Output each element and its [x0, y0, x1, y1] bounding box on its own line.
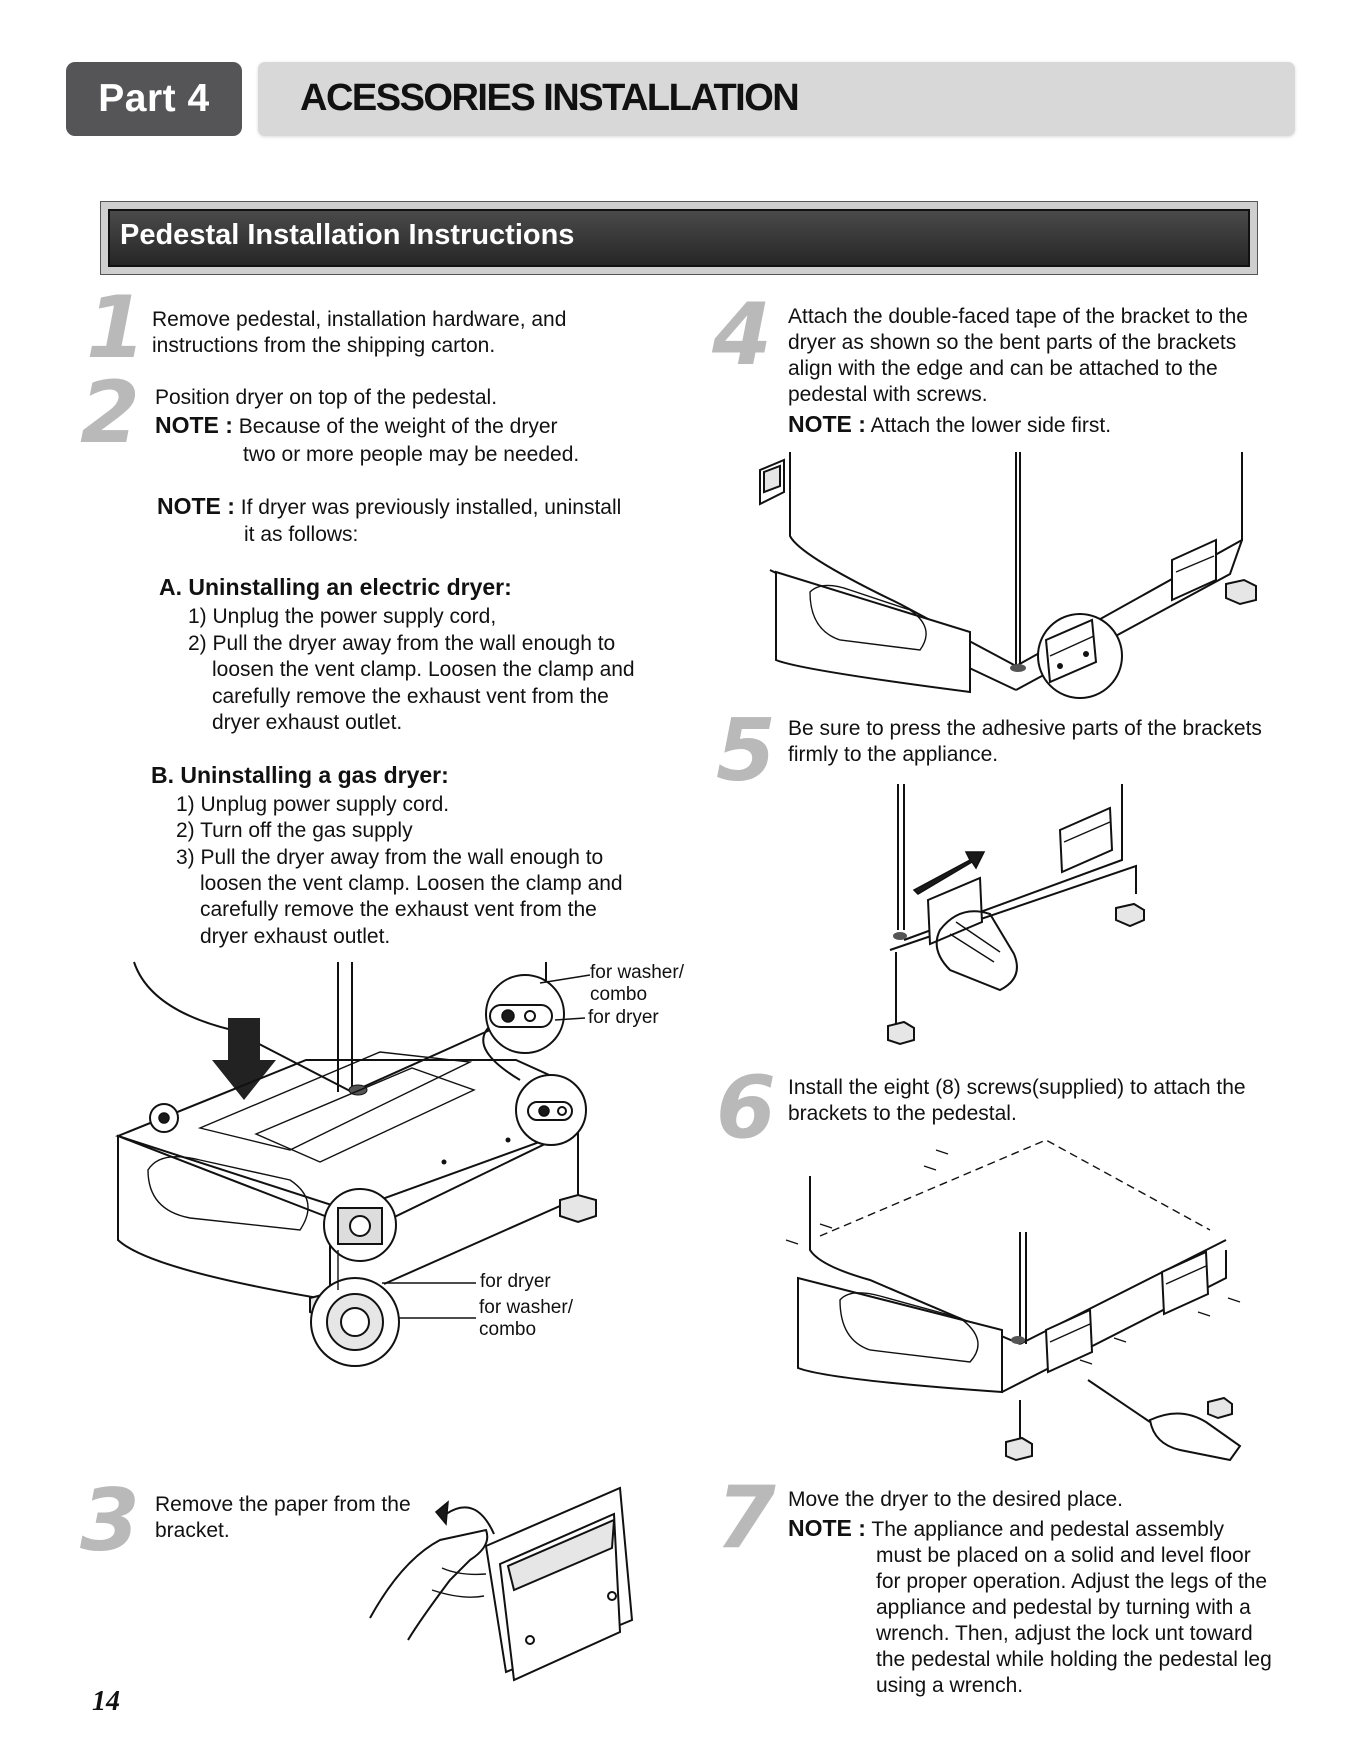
step-7-line1: Move the dryer to the desired place.	[788, 1488, 1124, 1511]
note-label: NOTE :	[155, 412, 233, 438]
step-2-line1: Position dryer on top of the pedestal.	[155, 386, 498, 409]
uninstall-electric-item: 2) Pull the dryer away from the wall eno…	[188, 632, 616, 655]
section-title: Pedestal Installation Instructions	[120, 219, 575, 251]
note-text: wrench. Then, adjust the lock unt toward	[876, 1622, 1253, 1645]
figure-label: for washer/	[479, 1297, 573, 1318]
step-4-line: Attach the double-faced tape of the brac…	[788, 305, 1248, 328]
step-number-5: 5	[716, 701, 776, 801]
section-banner	[108, 209, 1250, 267]
figure-label: for washer/	[590, 962, 684, 983]
step-6-line: Install the eight (8) screws(supplied) t…	[788, 1076, 1246, 1099]
note-text: the pedestal while holding the pedestal …	[876, 1648, 1272, 1671]
figure-label: combo	[590, 984, 648, 1005]
note-text: must be placed on a solid and level floo…	[876, 1544, 1251, 1567]
step-5-text: Be sure to press the adhesive parts of t…	[788, 716, 1262, 768]
step-5-line: firmly to the appliance.	[788, 743, 999, 766]
note-text: it as follows:	[244, 523, 359, 546]
note-text: appliance and pedestal by turning with a	[876, 1596, 1251, 1619]
step-5-line: Be sure to press the adhesive parts of t…	[788, 717, 1262, 740]
step-3-text: Remove the paper from the bracket.	[155, 1492, 411, 1544]
step-1-text: Remove pedestal, installation hardware, …	[152, 307, 566, 359]
step-4-text: Attach the double-faced tape of the brac…	[788, 304, 1248, 408]
step-6-line: brackets to the pedestal.	[788, 1102, 1017, 1125]
step-4-line: dryer as shown so the bent parts of the …	[788, 331, 1237, 354]
step-number-6: 6	[716, 1058, 776, 1158]
uninstall-gas-heading: B. Uninstalling a gas dryer:	[151, 762, 449, 788]
step-2-note2: NOTE : If dryer was previously installed…	[157, 493, 621, 521]
uninstall-electric-item: loosen the vent clamp. Loosen the clamp …	[212, 658, 635, 681]
uninstall-gas-item: dryer exhaust outlet.	[200, 925, 391, 948]
step-7-note-cont: must be placed on a solid and level floo…	[876, 1543, 1272, 1699]
step-7-note: NOTE : The appliance and pedestal assemb…	[788, 1515, 1224, 1543]
uninstall-electric-item: carefully remove the exhaust vent from t…	[212, 685, 609, 708]
note-label: NOTE :	[788, 1515, 866, 1541]
step-4-line: align with the edge and can be attached …	[788, 357, 1218, 380]
note-text: two or more people may be needed.	[243, 443, 580, 466]
step-2-note1: NOTE : Because of the weight of the drye…	[155, 412, 558, 440]
note-text: If dryer was previously installed, unins…	[240, 496, 622, 519]
step-4-line: pedestal with screws.	[788, 383, 988, 406]
part-title-bar	[258, 62, 1295, 136]
note-text: Attach the lower side first.	[870, 414, 1112, 437]
uninstall-gas-item: 1) Unplug power supply cord.	[176, 793, 450, 816]
note-label: NOTE :	[788, 411, 866, 437]
step-number-4: 4	[712, 285, 772, 385]
step-number-1: 1	[86, 278, 146, 378]
note-text: Because of the weight of the dryer	[238, 415, 558, 438]
uninstall-gas-item: carefully remove the exhaust vent from t…	[200, 898, 597, 921]
figure-label: for dryer	[480, 1271, 551, 1292]
uninstall-electric-heading: A. Uninstalling an electric dryer:	[159, 574, 512, 600]
uninstall-electric-item: dryer exhaust outlet.	[212, 711, 403, 734]
page-title: ACESSORIES INSTALLATION	[300, 77, 800, 119]
uninstall-gas-item: loosen the vent clamp. Loosen the clamp …	[200, 872, 623, 895]
uninstall-electric-item: 1) Unplug the power supply cord,	[188, 605, 497, 628]
step-1-line: instructions from the shipping carton.	[152, 334, 496, 357]
note-label: NOTE :	[157, 493, 235, 519]
step-number-7: 7	[716, 1468, 776, 1568]
step-3-line: bracket.	[155, 1519, 230, 1542]
note-text: using a wrench.	[876, 1674, 1024, 1697]
figure-label: for dryer	[588, 1007, 659, 1028]
step-1-line: Remove pedestal, installation hardware, …	[152, 308, 567, 331]
uninstall-gas-item: 3) Pull the dryer away from the wall eno…	[176, 846, 604, 869]
step-number-3: 3	[80, 1471, 140, 1571]
part-tab: Part 4	[66, 62, 242, 136]
step-number-2: 2	[80, 363, 140, 463]
step-4-note: NOTE : Attach the lower side first.	[788, 411, 1111, 439]
page-number: 14	[92, 1686, 120, 1717]
step-6-text: Install the eight (8) screws(supplied) t…	[788, 1075, 1246, 1127]
uninstall-gas-item: 2) Turn off the gas supply	[176, 819, 413, 842]
step-3-line: Remove the paper from the	[155, 1493, 411, 1516]
note-text: for proper operation. Adjust the legs of…	[876, 1570, 1268, 1593]
figure-label: combo	[479, 1319, 537, 1340]
part-label: Part 4	[98, 77, 210, 120]
note-text: The appliance and pedestal assembly	[871, 1518, 1224, 1541]
